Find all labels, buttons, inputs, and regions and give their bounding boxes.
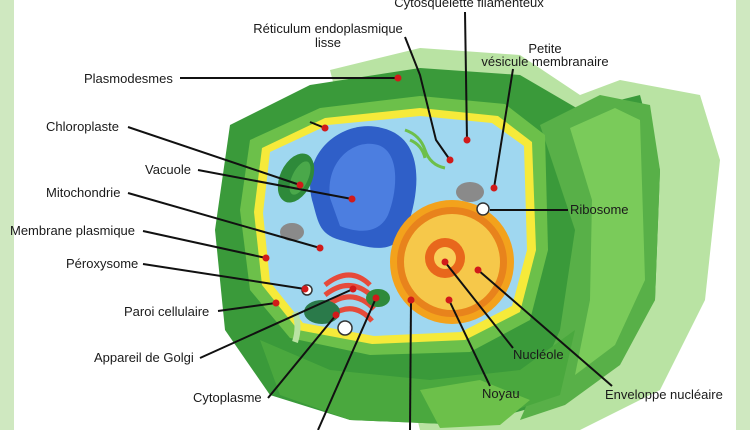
label-ribosome: Ribosome: [570, 202, 629, 217]
label-reticulum-line1: Réticulum endoplasmique: [253, 21, 403, 36]
marker-dots: [262, 74, 498, 319]
mitochondria: [280, 223, 304, 241]
vesicle: [337, 320, 353, 336]
vacuole-highlight: [329, 143, 396, 231]
label-membrane-plasmique: Membrane plasmique: [10, 223, 135, 238]
mitochondria-2: [456, 182, 484, 202]
label-petite-line1: Petite: [528, 41, 561, 56]
ribosome-marker: [476, 202, 490, 216]
label-reticulum-line2: lisse: [315, 35, 341, 50]
label-peroxysome: Péroxysome: [66, 256, 138, 271]
cell-wall-right-inner: [570, 108, 645, 375]
label-nucleole: Nucléole: [513, 347, 564, 362]
label-paroi-cellulaire: Paroi cellulaire: [124, 304, 209, 319]
label-cytosquelette: Cytosquelette filamenteux: [394, 0, 544, 10]
smooth-er: [404, 128, 446, 170]
chloroplast-inner: [289, 161, 311, 195]
nucleolus-center: [434, 247, 456, 269]
leader-lines: [127, 11, 613, 430]
label-vacuole: Vacuole: [145, 162, 191, 177]
cell-wall-bottom-light: [420, 380, 530, 428]
label-noyau: Noyau: [482, 386, 520, 401]
label-plasmodesmes: Plasmodesmes: [84, 71, 173, 86]
label-petite-line2: vésicule membranaire: [481, 54, 608, 69]
label-mitochondrie: Mitochondrie: [46, 185, 120, 200]
label-cytoplasme: Cytoplasme: [193, 390, 262, 405]
label-appareil-golgi: Appareil de Golgi: [94, 350, 194, 365]
label-enveloppe-nucleaire: Enveloppe nucléaire: [605, 387, 723, 402]
wall-pit: [292, 311, 301, 343]
label-chloroplaste: Chloroplaste: [46, 119, 119, 134]
